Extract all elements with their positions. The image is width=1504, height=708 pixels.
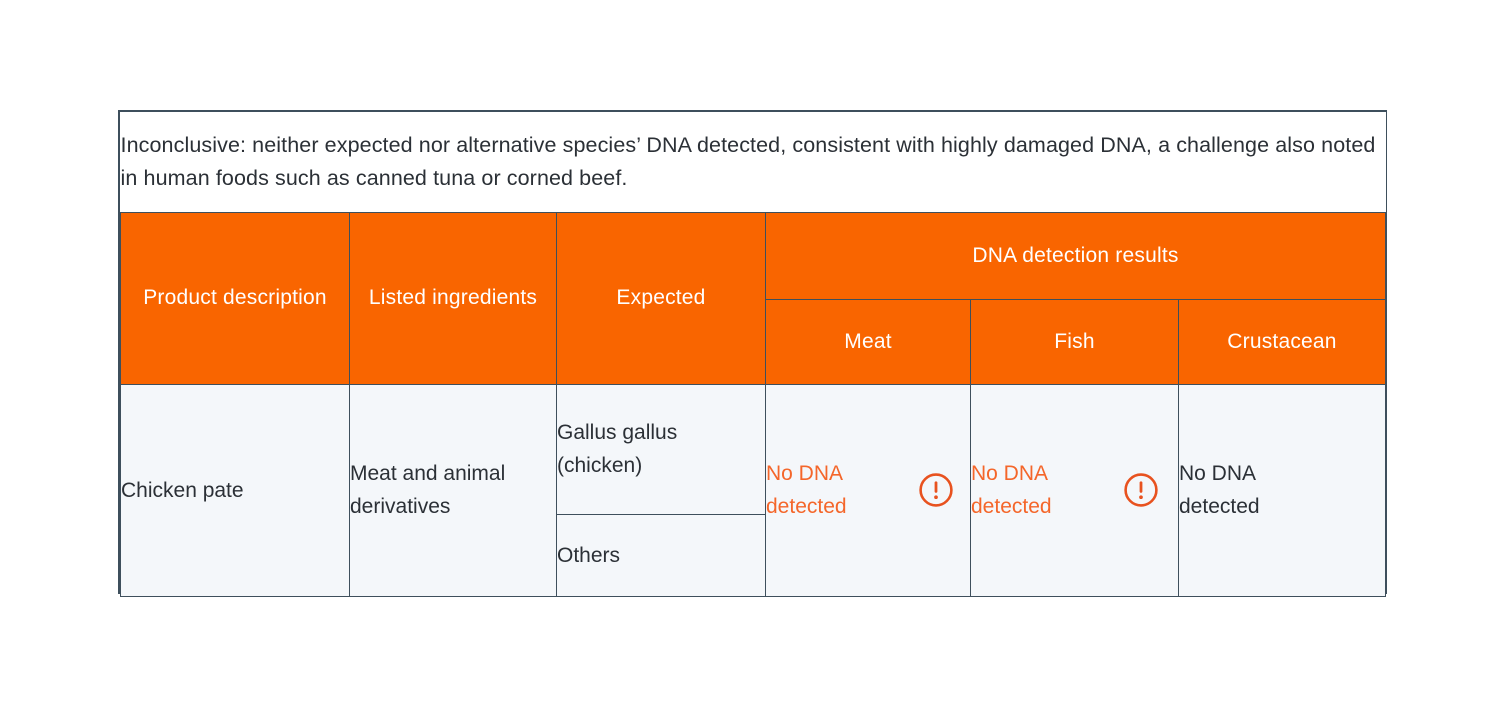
cell-product-description: Chicken pate [120, 383, 350, 597]
cell-expected-secondary: Others [556, 513, 766, 597]
table-note-row: Inconclusive: neither expected nor alter… [120, 112, 1386, 213]
header-meat: Meat [765, 298, 971, 385]
table-note-cell: Inconclusive: neither expected nor alter… [120, 112, 1386, 213]
table-row-expected-secondary: Others [121, 513, 1386, 597]
dna-results-table-container: Inconclusive: neither expected nor alter… [118, 110, 1387, 597]
dna-results-table: Inconclusive: neither expected nor alter… [120, 112, 1386, 597]
header-expected: Expected [556, 211, 766, 385]
table-header-row-primary: Product description Listed ingredients E… [120, 211, 1386, 385]
header-crustacean: Crustacean [1178, 298, 1386, 385]
header-fish: Fish [970, 298, 1179, 385]
result-meat-text: No DNA detected [766, 462, 847, 518]
warning-circle-icon [1124, 473, 1158, 507]
header-product-description: Product description [120, 211, 350, 385]
cell-result-fish: No DNA detected [970, 383, 1179, 597]
result-meat-inner: No DNA detected [766, 457, 970, 523]
cell-result-crustacean: No DNA detected [1178, 383, 1386, 597]
cell-listed-ingredients: Meat and animal derivatives [349, 383, 557, 597]
header-dna-detection-results: DNA detection results [765, 211, 1386, 300]
result-fish-text: No DNA detected [971, 462, 1052, 518]
header-listed-ingredients: Listed ingredients [349, 211, 557, 385]
result-crustacean-text: No DNA detected [1179, 462, 1260, 518]
result-crustacean-inner: No DNA detected [1179, 457, 1385, 523]
cell-expected-primary: Gallus gallus (chicken) [556, 383, 766, 515]
table-header-row-secondary: Meat Fish Crustacean [121, 298, 1386, 385]
result-fish-inner: No DNA detected [971, 457, 1178, 523]
table-row: Chicken pate Meat and animal derivatives… [120, 383, 1386, 597]
table-note-text: Inconclusive: neither expected nor alter… [120, 132, 1376, 190]
cell-result-meat: No DNA detected [765, 383, 971, 597]
warning-circle-icon [919, 473, 953, 507]
